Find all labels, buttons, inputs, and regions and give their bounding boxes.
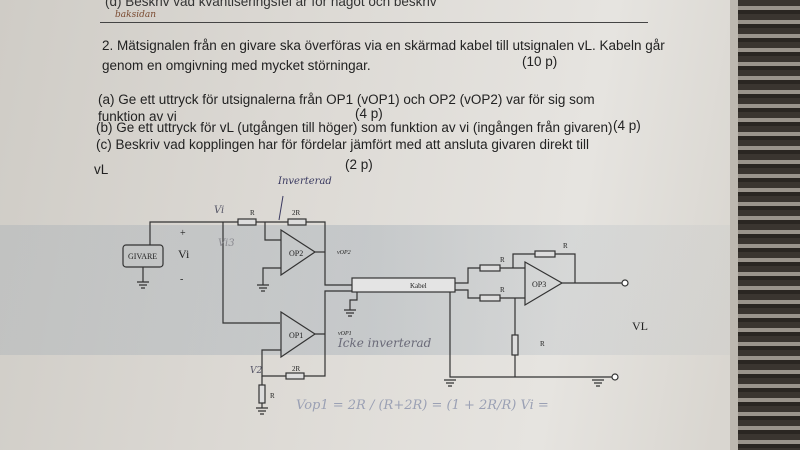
op1-label: OP1 — [289, 331, 303, 340]
vop1-label: vOP1 — [338, 331, 352, 337]
part-c-points: (2 p) — [345, 157, 373, 172]
question-points: (10 p) — [522, 54, 558, 69]
part-a-points: (4 p) — [355, 106, 383, 121]
handwritten-inverterad: Inverterad — [278, 176, 332, 187]
spiral-binding — [738, 0, 800, 450]
resistor-r-feedback — [534, 250, 556, 258]
question-line1: 2. Mätsignalen från en givare ska överfö… — [102, 38, 665, 53]
divider — [100, 22, 648, 23]
handwritten-arrow — [278, 195, 284, 221]
part-a-line1: (a) Ge ett uttryck för utsignalerna från… — [98, 92, 595, 107]
resistor-r-in2 — [479, 294, 501, 302]
r-label-3: R — [500, 256, 505, 264]
cable — [351, 277, 456, 293]
resistor-r-in1 — [479, 264, 501, 272]
part-c-line1: (c) Beskriv vad kopplingen har för förde… — [96, 137, 589, 152]
op3-triangle — [524, 260, 564, 307]
op2-label: OP2 — [289, 249, 303, 258]
page-edge — [730, 0, 738, 450]
part-c-line2: vL — [94, 162, 109, 177]
part-b-points: (4 p) — [613, 118, 641, 133]
output-terminal-minus — [611, 373, 619, 381]
handwritten-note: baksidan — [115, 10, 157, 20]
r-label-6: R — [540, 340, 545, 348]
handwritten-formula: Vop1 = 2R / (R+2R) = (1 + 2R/R) Vi = — [296, 398, 549, 413]
question-line2: genom en omgivning med mycket störningar… — [102, 58, 371, 73]
op2-triangle — [280, 228, 317, 277]
part-a-line2: funktion av vi — [98, 109, 177, 124]
vop2-label: vOP2 — [337, 250, 351, 256]
kabel-label: Kabel — [410, 282, 427, 290]
givare-label: GIVARE — [128, 252, 157, 261]
handwritten-vi3: Vi3 — [218, 238, 235, 249]
vi-label: Vi — [178, 247, 190, 261]
resistor-r-shunt — [511, 334, 519, 356]
r-label-2: R — [270, 392, 275, 400]
part-b-line: (b) Ge ett uttryck för vL (utgången till… — [96, 120, 613, 135]
r-label-4: R — [500, 286, 505, 294]
handwritten-icke-inverterad: Icke inverterad — [338, 336, 432, 350]
op1-triangle — [280, 310, 317, 359]
r2-label-1: 2R — [292, 209, 301, 217]
op3-label: OP3 — [532, 280, 546, 289]
handwritten-v2: V2 — [250, 366, 263, 376]
handwritten-vi-node: Vi — [214, 205, 225, 216]
r-label-5: R — [563, 242, 568, 250]
previous-question: (d) Beskriv vad kvantiseringsfel är för … — [105, 0, 437, 9]
resistor-r-ground — [258, 384, 266, 404]
minus-label: - — [180, 274, 183, 285]
plus-label: + — [180, 228, 186, 239]
output-terminal-plus — [621, 279, 629, 287]
vl-label: VL — [632, 319, 648, 333]
resistor-2r-op2 — [287, 218, 307, 226]
r-label-1: R — [250, 209, 255, 217]
resistor-r-op2 — [237, 218, 257, 226]
resistor-2r-op1 — [285, 372, 305, 380]
r2-label-2: 2R — [292, 365, 301, 373]
